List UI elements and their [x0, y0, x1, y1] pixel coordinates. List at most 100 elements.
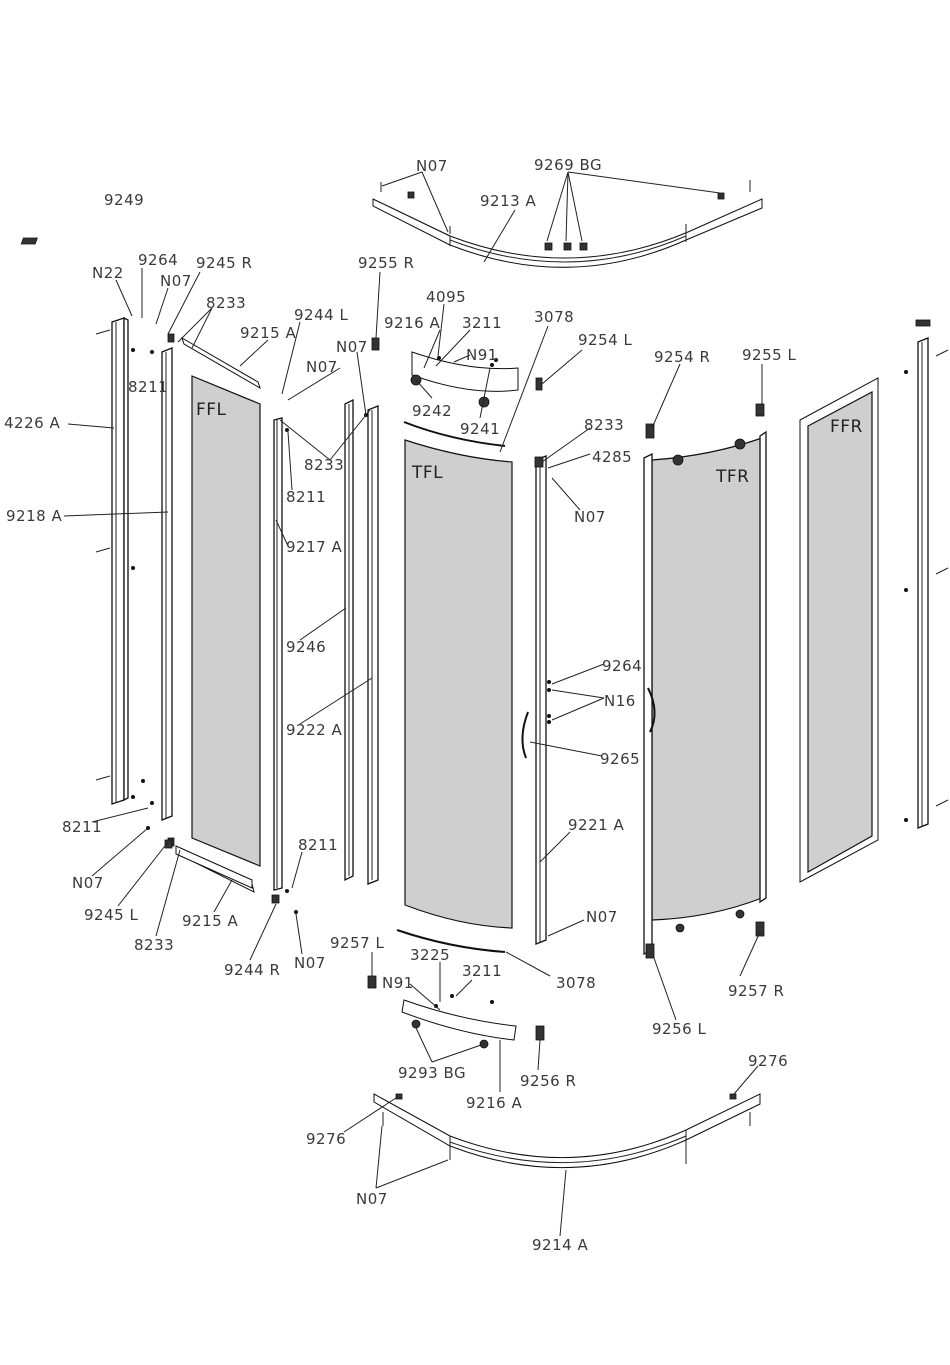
bracket-icon	[544, 242, 553, 251]
label-9246: 9246	[286, 638, 326, 656]
label-9245r: 9245 R	[196, 254, 252, 272]
label-n07: N07	[416, 157, 448, 175]
top-guide	[371, 337, 543, 408]
leader-lines	[63, 171, 763, 1237]
profile-9218a	[150, 347, 173, 821]
handle-icon	[521, 711, 529, 759]
label-4285: 4285	[592, 448, 632, 466]
wall-profile-left	[20, 237, 145, 805]
label-9257l: 9257 L	[330, 934, 384, 952]
bottom-guide	[367, 975, 545, 1049]
label-9244l: 9244 L	[294, 306, 348, 324]
label-n07: N07	[356, 1190, 388, 1208]
label-n07: N07	[574, 508, 606, 526]
profile-9217a	[273, 417, 289, 893]
label-n07: N07	[72, 874, 104, 892]
label-9216a: 9216 A	[384, 314, 440, 332]
panel-label-ffl: FFL	[196, 400, 227, 420]
door-profile-9221a	[521, 455, 551, 945]
panel-label-tfl: TFL	[411, 463, 443, 483]
label-8233: 8233	[134, 936, 174, 954]
panel-label-ffr: FFR	[830, 417, 863, 437]
label-9222a: 9222 A	[286, 721, 342, 739]
label-9255l: 9255 L	[742, 346, 796, 364]
label-9214a: 9214 A	[532, 1236, 588, 1254]
label-8233: 8233	[304, 456, 344, 474]
bracket-icon	[579, 242, 588, 251]
label-9256l: 9256 L	[652, 1020, 706, 1038]
clip-icon	[535, 1025, 545, 1041]
bracket-icon	[563, 242, 572, 251]
label-9245l: 9245 L	[84, 906, 138, 924]
label-9213a: 9213 A	[480, 192, 536, 210]
label-9215a: 9215 A	[182, 912, 238, 930]
label-n07: N07	[586, 908, 618, 926]
label-n07: N07	[306, 358, 338, 376]
label-9242: 9242	[412, 402, 452, 420]
label-n22: N22	[92, 264, 124, 282]
label-3078: 3078	[556, 974, 596, 992]
label-9241: 9241	[460, 420, 500, 438]
label-n91: N91	[466, 346, 498, 364]
label-9244r: 9244 R	[224, 961, 280, 979]
label-9293bg: 9293 BG	[398, 1064, 466, 1082]
label-n91: N91	[382, 974, 414, 992]
part-labels: N07 9269 BG 9213 A 9249 9264 N22 N07 924…	[4, 156, 796, 1254]
label-9254r: 9254 R	[654, 348, 710, 366]
label-9276: 9276	[306, 1130, 346, 1148]
handle-icon	[647, 687, 656, 733]
clip-icon	[367, 975, 377, 989]
fixed-panel-left: FFL	[167, 333, 261, 893]
label-4095: 4095	[426, 288, 466, 306]
label-3225: 3225	[410, 946, 450, 964]
label-n16: N16	[604, 692, 636, 710]
clip-icon	[371, 337, 380, 351]
label-9218a: 9218 A	[6, 507, 62, 525]
fixed-panel-right: FFR	[799, 377, 879, 883]
cap-icon	[20, 237, 38, 245]
clip-icon	[755, 921, 765, 937]
label-8211: 8211	[286, 488, 326, 506]
label-9221a: 9221 A	[568, 816, 624, 834]
sliding-door-left: TFL	[396, 421, 513, 953]
label-9249: 9249	[104, 191, 144, 209]
label-n07: N07	[336, 338, 368, 356]
label-9269bg: 9269 BG	[534, 156, 602, 174]
label-9257r: 9257 R	[728, 982, 784, 1000]
label-3078: 3078	[534, 308, 574, 326]
label-3211: 3211	[462, 314, 502, 332]
profile-9246	[344, 398, 354, 882]
label-3211: 3211	[462, 962, 502, 980]
label-9216a: 9216 A	[466, 1094, 522, 1112]
label-9254l: 9254 L	[578, 331, 632, 349]
label-9256r: 9256 R	[520, 1072, 576, 1090]
label-9265: 9265	[600, 750, 640, 768]
label-8211: 8211	[62, 818, 102, 836]
wall-profile-right	[904, 319, 949, 829]
bottom-track	[373, 1093, 761, 1168]
clip-icon	[645, 423, 655, 439]
label-9217a: 9217 A	[286, 538, 342, 556]
profile-9222a	[364, 405, 379, 885]
label-n07: N07	[160, 272, 192, 290]
label-8233: 8233	[584, 416, 624, 434]
clip-icon	[755, 403, 765, 417]
label-9276: 9276	[748, 1052, 788, 1070]
label-4226a: 4226 A	[4, 414, 60, 432]
lower-parts-left	[146, 826, 298, 914]
clip-icon	[645, 943, 655, 959]
label-8233: 8233	[206, 294, 246, 312]
label-9255r: 9255 R	[358, 254, 414, 272]
label-8211: 8211	[128, 378, 168, 396]
label-n07: N07	[294, 954, 326, 972]
sliding-door-right: TFR	[643, 403, 767, 959]
label-8211: 8211	[298, 836, 338, 854]
panel-label-tfr: TFR	[715, 467, 749, 487]
clip-icon	[535, 377, 543, 391]
label-9264: 9264	[138, 251, 178, 269]
label-9215a: 9215 A	[240, 324, 296, 342]
top-track	[372, 180, 763, 268]
label-9264: 9264	[602, 657, 642, 675]
